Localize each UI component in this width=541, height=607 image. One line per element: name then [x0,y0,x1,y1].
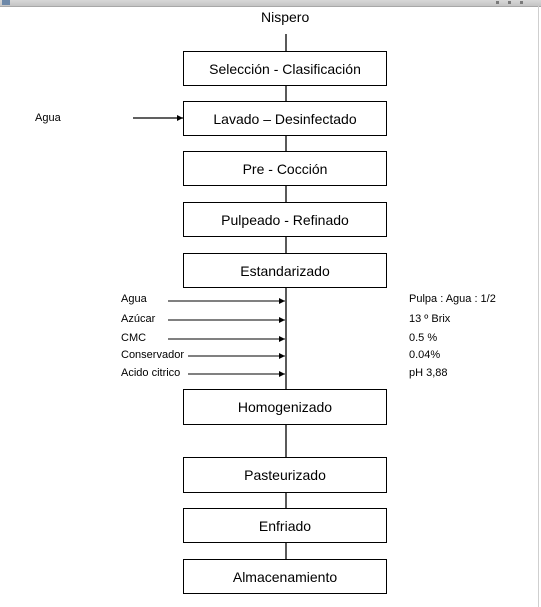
window-close-icon[interactable] [520,1,523,4]
step-enfriado: Enfriado [183,508,387,543]
diagram-title: Nispero [261,9,310,25]
spec-label-azucar: 13 º Brix [409,313,451,325]
step-almacenamiento: Almacenamiento [183,559,387,594]
step-pasteurizado: Pasteurizado [183,457,387,493]
step-seleccion-clasificacion: Selección - Clasificación [183,51,387,86]
page-edge [538,6,539,607]
window-icon [2,0,10,5]
step-pre-coccion: Pre - Cocción [183,151,387,186]
step-lavado-desinfectado: Lavado – Desinfectado [183,101,387,136]
input-label-conservador: Conservador [121,349,184,361]
step-estandarizado: Estandarizado [183,253,387,288]
input-label-azucar: Azúcar [121,313,156,325]
spec-label-conservador: 0.04% [409,349,441,361]
input-label-acido-citrico: Acido citrico [121,367,181,379]
window-minimize-icon[interactable] [496,1,499,4]
window-maximize-icon[interactable] [508,1,511,4]
step-homogenizado: Homogenizado [183,389,387,425]
input-label-cmc: CMC [121,332,147,344]
wash-input-label: Agua [35,112,61,124]
step-pulpeado-refinado: Pulpeado - Refinado [183,202,387,237]
spec-label-acido-citrico: pH 3,88 [409,367,448,379]
input-label-agua: Agua [121,293,147,305]
spec-label-cmc: 0.5 % [409,332,438,344]
spec-label-agua: Pulpa : Agua : 1/2 [409,293,496,305]
window-top-bar [0,0,541,7]
